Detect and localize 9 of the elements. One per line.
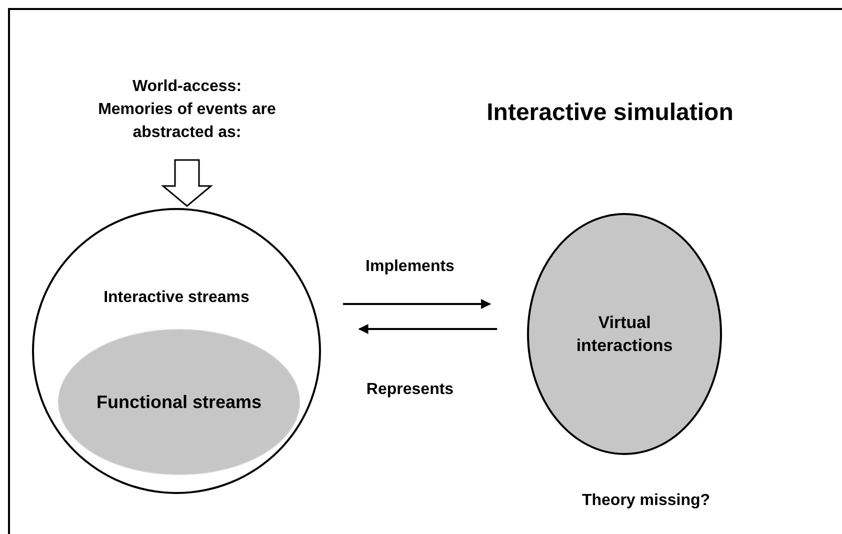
note-text: Theory missing?	[580, 491, 712, 511]
arrow	[358, 324, 498, 334]
node-label: Functional streams	[96, 390, 262, 414]
hollow-arrow	[160, 159, 214, 207]
node-label: Interactive streams	[102, 288, 250, 308]
node-label: Virtual interactions	[575, 312, 674, 357]
title: Interactive simulation	[486, 98, 734, 128]
node-label: World-access: Memories of events are abstracted as:	[97, 76, 277, 142]
arrow	[342, 299, 492, 309]
